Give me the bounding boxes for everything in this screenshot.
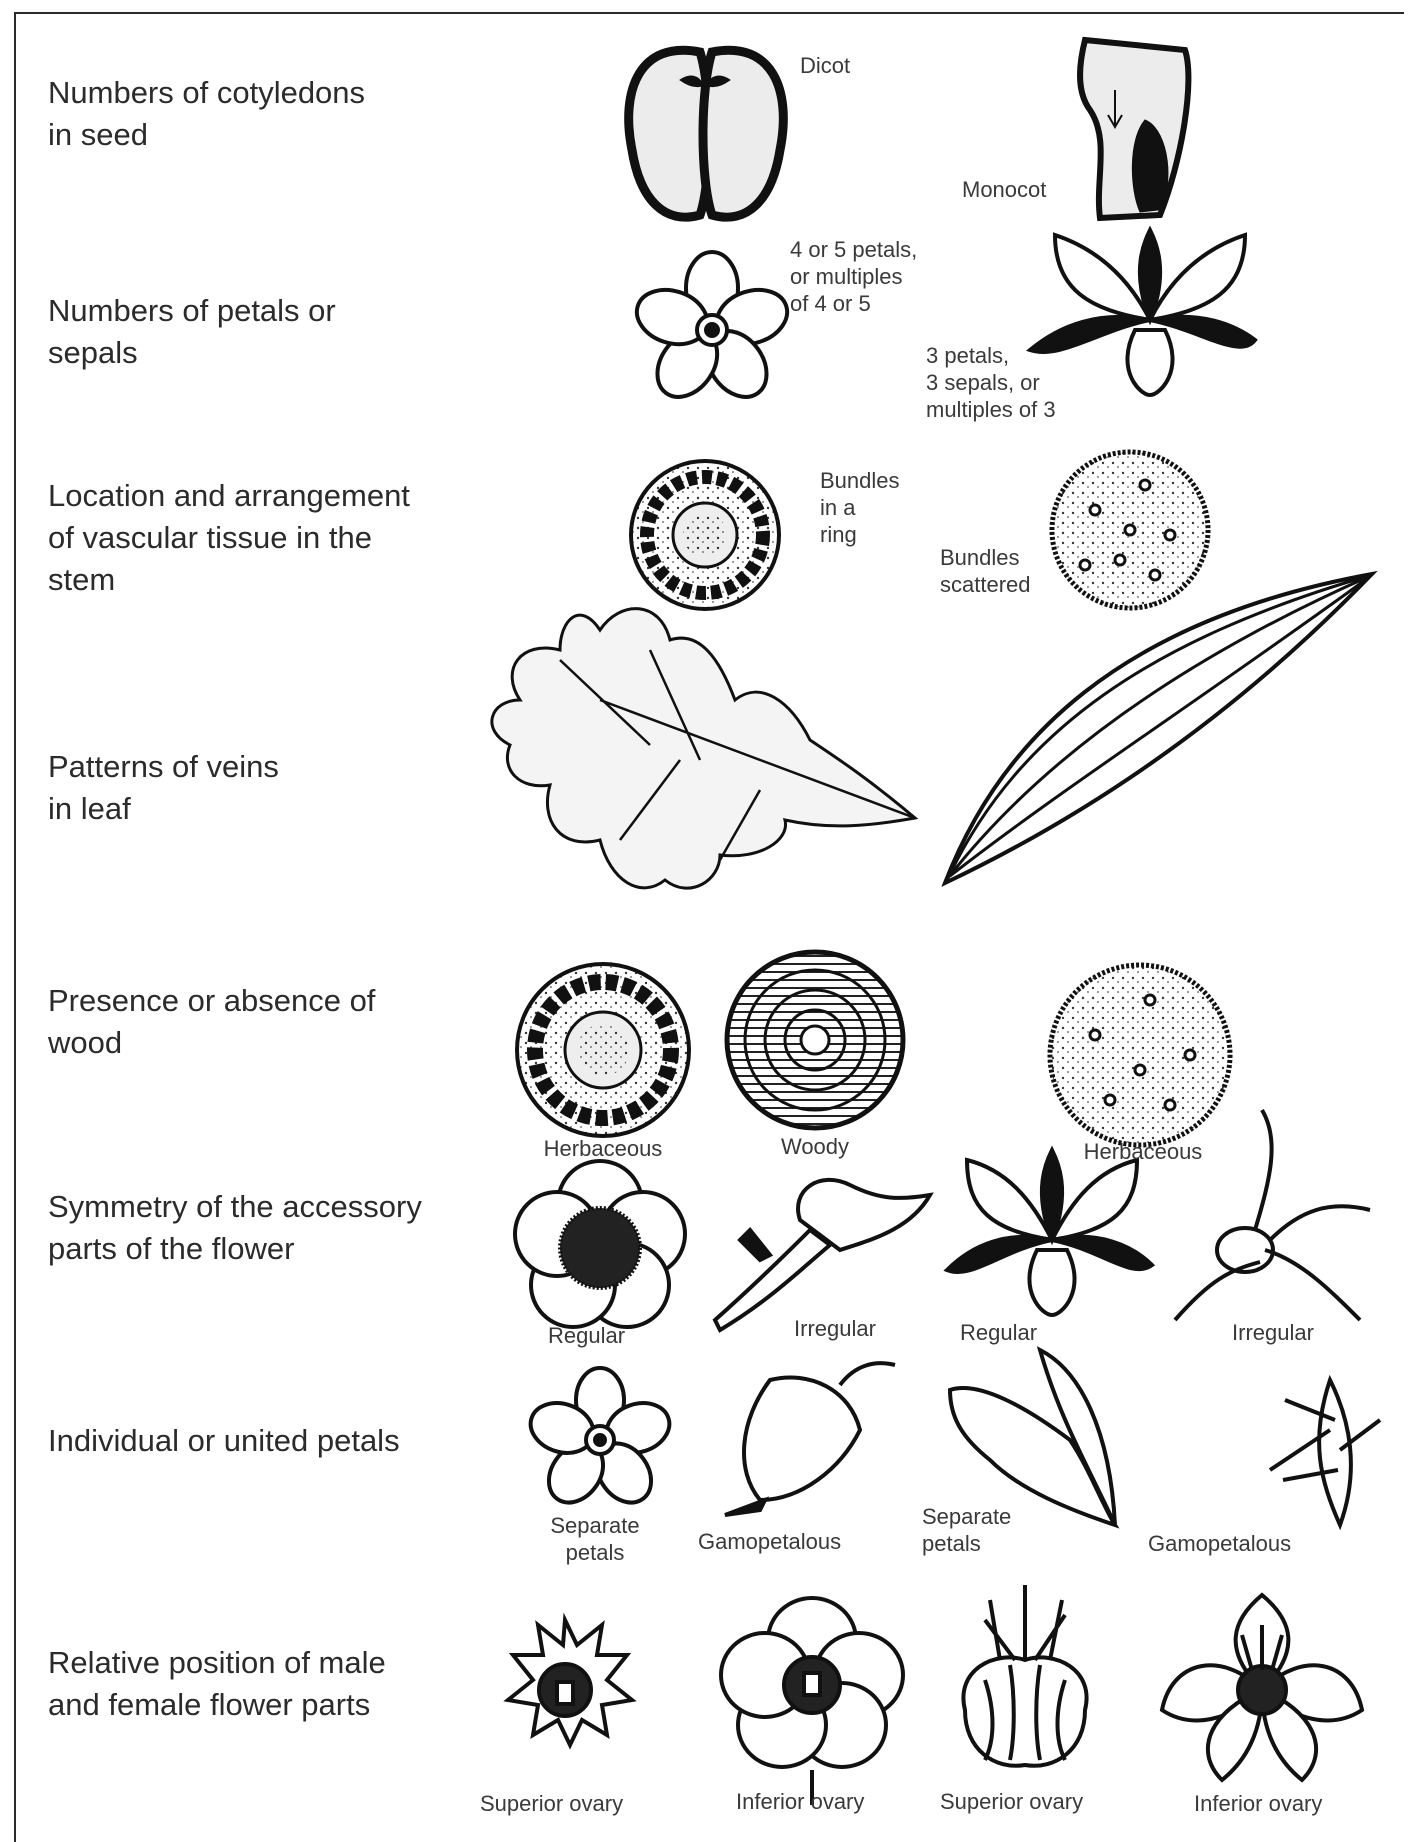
inferior-ovary-flower-2-icon	[1162, 1595, 1362, 1780]
caption-bundles-ring: Bundles in a ring	[820, 467, 900, 548]
netted-vein-leaf-icon	[492, 609, 915, 889]
gamopetalous-bell-flower-icon	[725, 1363, 895, 1515]
regular-monocot-flower-icon	[947, 1150, 1152, 1315]
caption-petals-separate-2: Separate petals	[922, 1503, 1011, 1557]
caption-bundles-scattered: Bundles scattered	[940, 544, 1031, 598]
irregular-flower-icon	[715, 1180, 930, 1330]
caption-ovary-inferior-1: Inferior ovary	[736, 1788, 864, 1815]
scattered-bundles-stem-icon	[1052, 452, 1208, 608]
caption-sym-regular-2: Regular	[960, 1319, 1037, 1346]
caption-petals-gamo-1: Gamopetalous	[698, 1528, 841, 1555]
monocot-seed-icon	[1080, 40, 1188, 218]
five-petal-flower-icon	[630, 252, 794, 408]
caption-ovary-superior-2: Superior ovary	[940, 1788, 1083, 1815]
caption-petals-gamo-2: Gamopetalous	[1148, 1530, 1291, 1557]
caption-petals-monocot: 3 petals, 3 sepals, or multiples of 3	[926, 342, 1056, 423]
vascular-ring-stem-icon	[631, 461, 779, 609]
separate-petals-tulip-icon	[950, 1350, 1115, 1525]
caption-petals-separate-1: Separate petals	[530, 1512, 660, 1566]
caption-sym-irregular-2: Irregular	[1232, 1319, 1314, 1346]
caption-ovary-inferior-2: Inferior ovary	[1194, 1790, 1322, 1817]
superior-ovary-flower-2-icon	[963, 1585, 1086, 1766]
woody-stem-icon	[727, 952, 903, 1128]
herbaceous-stem-icon	[517, 964, 689, 1136]
caption-dicot: Dicot	[800, 52, 850, 79]
separate-petals-flower-icon	[524, 1368, 676, 1513]
regular-flower-icon	[515, 1161, 685, 1327]
caption-wood-herbaceous-1: Herbaceous	[520, 1135, 686, 1162]
inferior-ovary-flower-1-icon	[721, 1598, 903, 1805]
superior-ovary-flower-1-icon	[508, 1620, 632, 1745]
caption-wood-woody: Woody	[738, 1133, 892, 1160]
caption-wood-herbaceous-2: Herbaceous	[1060, 1138, 1226, 1165]
three-petal-flower-icon	[1030, 230, 1255, 395]
dicot-seed-icon	[629, 50, 784, 217]
caption-ovary-superior-1: Superior ovary	[480, 1790, 623, 1817]
caption-sym-regular-1: Regular	[548, 1322, 625, 1349]
gamopetalous-spiky-flower-icon	[1270, 1380, 1380, 1525]
caption-sym-irregular-1: Irregular	[794, 1315, 876, 1342]
caption-monocot: Monocot	[962, 176, 1046, 203]
parallel-vein-leaf-icon	[945, 574, 1372, 883]
caption-petals-dicot: 4 or 5 petals, or multiples of 4 or 5	[790, 236, 917, 317]
herbaceous-monocot-stem-icon	[1050, 965, 1230, 1145]
